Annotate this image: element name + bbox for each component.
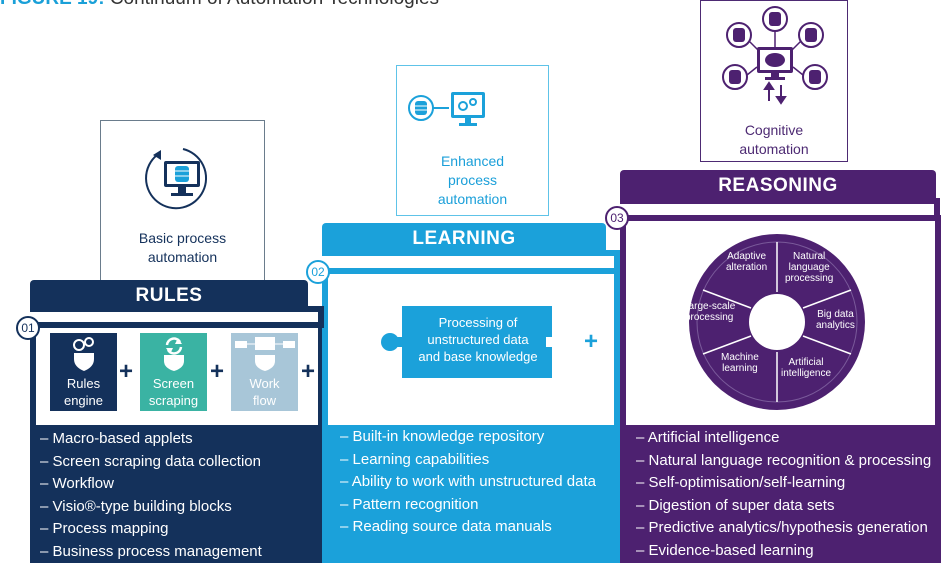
learning-feature-list: Built-in knowledge repository Learning c… (340, 426, 596, 539)
step-number-03: 03 (605, 206, 629, 230)
step-number-02: 02 (306, 260, 330, 284)
list-item: Workflow (40, 473, 262, 496)
list-item: Reading source data manuals (340, 516, 596, 539)
puzzle-text: Processing of unstructured data and base… (418, 315, 538, 364)
reasoning-feature-list: Artificial intelligence Natural language… (636, 427, 932, 563)
wheel-label-artificial-intelligence: Artificial intelligence (781, 357, 832, 379)
cognitive-automation-box: Cognitive automation (700, 0, 848, 162)
plus-sign: + (301, 358, 316, 385)
list-item: Ability to work with unstructured data (340, 471, 596, 494)
gears-icon (73, 337, 94, 371)
plus-sign: + (210, 358, 225, 385)
network-monitor-icon (235, 337, 295, 371)
step-number-01: 01 (16, 316, 40, 340)
bidirectional-arrows-icon (763, 81, 787, 105)
wheel-label-large-scale: Large-scale processing (683, 301, 736, 323)
monitor-brain-icon (722, 6, 828, 105)
list-item: Artificial intelligence (636, 427, 931, 450)
list-item: Learning capabilities (340, 449, 596, 472)
list-item: Natural language recognition & processin… (636, 450, 932, 473)
list-item: Pattern recognition (340, 494, 596, 517)
list-item: Process mapping (40, 518, 262, 541)
list-item: Screen scraping data collection (40, 451, 262, 474)
enhanced-process-automation-label: Enhanced process automation (437, 153, 508, 207)
list-item: Digestion of super data sets (636, 495, 931, 518)
refresh-arrow-icon (164, 337, 184, 371)
puzzle-piece-icon (381, 306, 573, 378)
list-item: Business process management (40, 541, 262, 563)
basic-process-automation-box: Basic process automation (100, 120, 265, 283)
plus-sign: + (119, 358, 134, 385)
learning-banner: LEARNING (322, 223, 606, 255)
figure-title-text: Continuum of Automation Technologies (110, 0, 439, 9)
list-item: Visio®-type building blocks (40, 496, 262, 519)
list-item: Predictive analytics/hypothesis generati… (636, 517, 931, 540)
list-item: Macro-based applets (40, 428, 262, 451)
monitor-gears-icon (408, 92, 485, 126)
basic-process-automation-label: Basic process automation (138, 230, 227, 265)
plus-sign: + (584, 328, 599, 355)
cognitive-automation-label: Cognitive automation (739, 122, 809, 157)
wheel-label-adaptive-alteration: Adaptive alteration (726, 251, 768, 273)
list-item: Built-in knowledge repository (340, 426, 596, 449)
monitor-database-icon (145, 148, 208, 210)
reasoning-banner: REASONING (620, 170, 936, 202)
figure-title: FIGURE 19: Continuum of Automation Techn… (0, 0, 439, 10)
list-item: Self-optimisation/self-learning (636, 472, 931, 495)
rules-engine-tile: Rules engine (50, 333, 117, 411)
wheel-label-natural-language: Natural language processing (785, 251, 834, 284)
cognitive-wheel-diagram (689, 234, 865, 410)
wheel-label-big-data: Big data analytics (816, 309, 855, 331)
figure-number: FIGURE 19: (0, 0, 105, 9)
enhanced-process-automation-box: Enhanced process automation (396, 65, 549, 216)
wheel-label-machine-learning: Machine learning (721, 352, 759, 374)
screen-scraping-tile: Screen scraping (140, 333, 207, 411)
list-item: Evidence-based learning (636, 540, 931, 563)
workflow-tile: Work flow (231, 333, 298, 411)
rules-feature-list: Macro-based applets Screen scraping data… (40, 428, 262, 563)
rules-banner: RULES (30, 280, 308, 312)
